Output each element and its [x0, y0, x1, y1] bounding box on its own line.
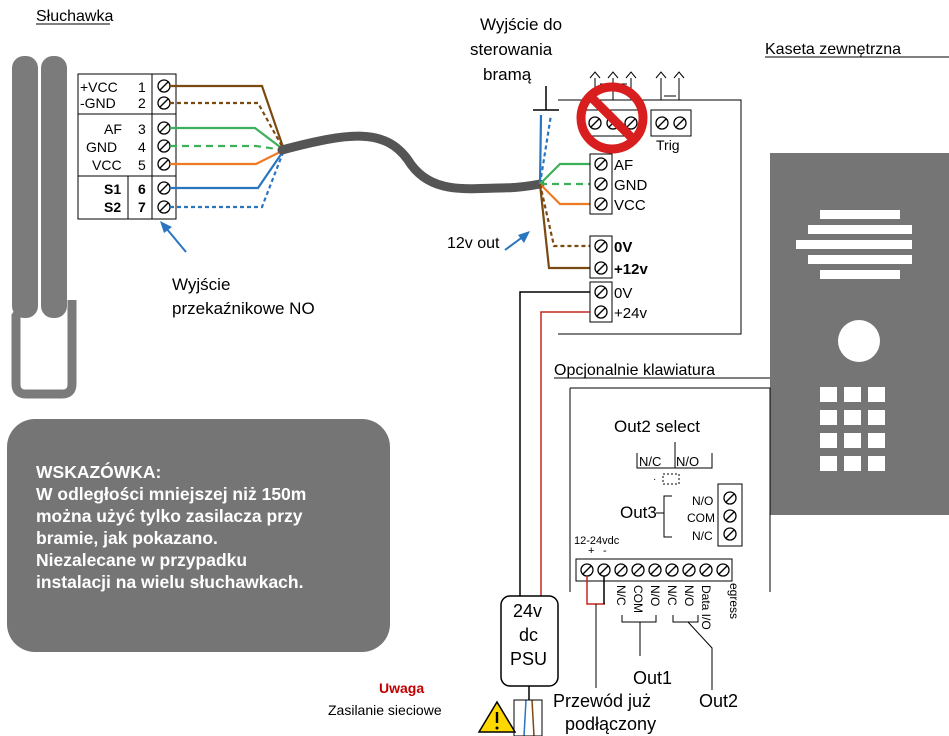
out3-bracket [656, 495, 672, 538]
tip-line: WSKAZÓWKA: [36, 462, 162, 482]
out3-terminal-label: N/C [692, 529, 713, 543]
panel-terminal-label: VCC [614, 197, 646, 214]
bottom-terminal-label: N/C [665, 585, 679, 606]
handset-title: Słuchawka [36, 8, 113, 25]
prohibited-icon [576, 82, 648, 154]
warning-title: Uwaga [379, 680, 424, 696]
out3-terminal-label: COM [687, 511, 715, 525]
terminal-label: S2 [104, 199, 121, 215]
panel-terminal-label: 0V [614, 239, 632, 256]
psu-label: PSU [510, 649, 547, 669]
out1-label: Out1 [633, 668, 672, 688]
panel-wires [538, 114, 593, 270]
out-brackets [621, 615, 713, 690]
keypad-supply-wires [586, 576, 605, 688]
out2-select-label: Out2 select [614, 417, 700, 436]
keypad-bottom-terminal-block [575, 558, 733, 582]
bottom-terminal-label: N/O [648, 585, 662, 606]
outdoor-panel-faceplate [770, 153, 949, 515]
relay-arrow [165, 227, 187, 253]
tip-line: W odległości mniejszej niż 150m [36, 484, 307, 504]
gate-output-connector [533, 86, 559, 111]
power-in-terminal-block [589, 281, 613, 323]
bottom-terminal-label: egress [727, 583, 741, 619]
handset-screws [157, 79, 171, 214]
terminal-number: 6 [138, 181, 146, 197]
main-cable [277, 131, 545, 194]
relay-label: Wyjście [172, 275, 230, 294]
out3-label: Out3 [620, 503, 657, 522]
psu-wires [519, 291, 590, 598]
trig-terminal-block [650, 109, 692, 137]
terminal-number: 7 [138, 199, 146, 215]
out2-label: Out2 [699, 691, 738, 711]
warning-text: Zasilanie sieciowe [328, 702, 442, 718]
terminal-label: -GND [80, 95, 116, 111]
trig-label: Trig [656, 137, 680, 153]
gate-output-label: sterowania [470, 40, 553, 59]
terminal-number: 2 [138, 95, 146, 111]
bottom-terminal-label: COM [631, 585, 645, 613]
supply-minus: - [603, 545, 607, 557]
outdoor-panel-title: Kaseta zewnętrzna [765, 41, 901, 58]
panel-keypad-buttons [820, 387, 885, 471]
wire-connected-label: podłączony [565, 714, 656, 734]
terminal-label: VCC [92, 157, 122, 173]
panel-terminal-label: +12v [614, 261, 648, 278]
terminal-label: AF [104, 121, 122, 137]
terminal-number: 5 [138, 157, 146, 173]
jumper-nc-label: N/C [639, 454, 661, 469]
panel-terminal-label: AF [614, 157, 633, 174]
psu-label: dc [519, 625, 538, 645]
tip-line: instalacji na wielu słuchawkach. [36, 572, 304, 592]
handset-terminal-labels: +VCC -GND AF GND VCC S1 S2 [80, 79, 122, 215]
handset-terminal-numbers: 1 2 3 4 5 6 7 [138, 79, 146, 215]
bottom-terminal-label: N/C [614, 585, 628, 606]
power-out-terminal-block [589, 235, 613, 279]
relay-label: przekaźnikowe NO [172, 299, 315, 318]
tip-box [7, 419, 390, 652]
handset-receiver [11, 56, 77, 399]
warning-icon [477, 700, 517, 733]
panel-terminal-label: GND [614, 177, 648, 194]
relay-arrow-head [160, 221, 172, 233]
out3-terminal-label: N/O [692, 494, 713, 508]
panel-terminal-label: +24v [614, 305, 647, 322]
gate-output-label: bramą [483, 65, 532, 84]
svg-text:·: · [653, 474, 656, 485]
tip-text: WSKAZÓWKA: W odległości mniejszej niż 15… [36, 461, 386, 593]
keypad-bottom-labels: N/C COM N/O N/C N/O Data I/O egress [614, 583, 741, 630]
tip-line: bramie, jak pokazano. [36, 528, 218, 548]
keypad-title: Opcjonalnie klawiatura [554, 362, 715, 379]
mains-lead [513, 686, 543, 736]
tip-line: Niezalecane w przypadku [36, 550, 248, 570]
terminal-number: 1 [138, 79, 146, 95]
supply-label: 12-24vdc [574, 535, 620, 547]
panel-outline [558, 99, 742, 335]
terminal-label: GND [86, 139, 117, 155]
audio-terminal-block [589, 153, 613, 215]
tip-line: można użyć tylko zasilacza przy [36, 506, 303, 526]
handset-wires [170, 84, 286, 209]
jumper-no-label: N/O [676, 454, 699, 469]
psu-label: 24v [513, 601, 542, 621]
gate-output-label: Wyjście do [480, 15, 562, 34]
supply-plus: + [588, 545, 594, 557]
out2-select-jumper: · [636, 442, 713, 485]
terminal-number: 3 [138, 121, 146, 137]
bottom-terminal-label: Data I/O [699, 585, 713, 630]
panel-terminal-label: 0V [614, 285, 632, 302]
twelve-volt-label: 12v out [447, 235, 500, 252]
terminal-label: S1 [104, 181, 121, 197]
terminal-number: 4 [138, 139, 146, 155]
bottom-terminal-label: N/O [682, 585, 696, 606]
terminal-label: +VCC [80, 79, 118, 95]
wire-connected-label: Przewód już [553, 691, 651, 711]
out3-terminal-block [717, 483, 743, 547]
keypad-outline [569, 387, 771, 592]
